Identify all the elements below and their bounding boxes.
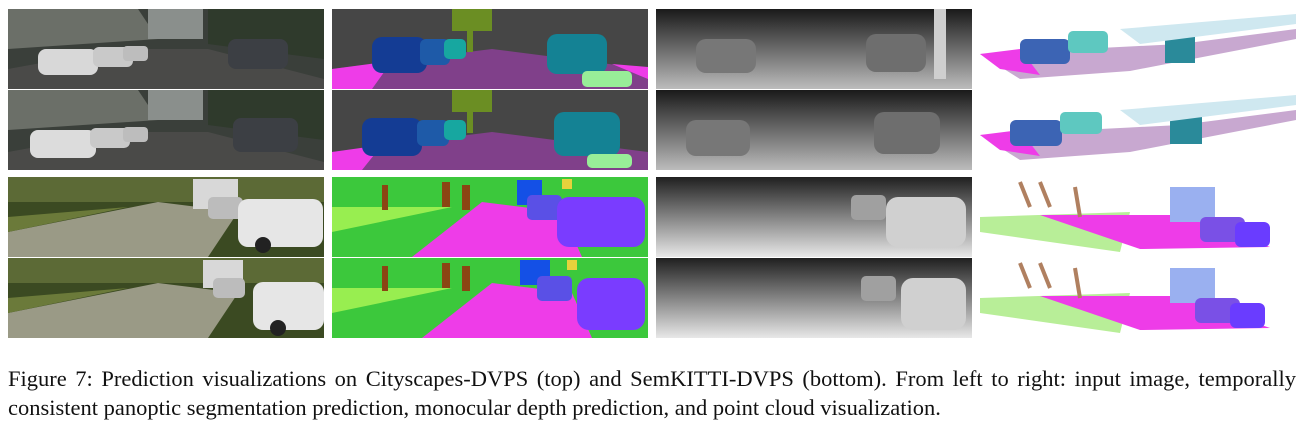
- semkitti-input-image-1: [8, 177, 324, 257]
- semkitti-panoptic-segmentation-2: [332, 258, 648, 338]
- figure-caption: Figure 7: Prediction visualizations on C…: [8, 366, 1296, 420]
- cityscapes-input-image-2: [8, 90, 324, 170]
- cityscapes-point-cloud-1: [980, 9, 1296, 89]
- semkitti-depth-prediction-2: [656, 258, 972, 338]
- semkitti-input-image-2: [8, 258, 324, 338]
- cityscapes-point-cloud-2: [980, 90, 1296, 170]
- cityscapes-panoptic-segmentation-2: [332, 90, 648, 170]
- semkitti-panoptic-segmentation-1: [332, 177, 648, 257]
- semkitti-depth-prediction-1: [656, 177, 972, 257]
- cityscapes-panoptic-segmentation-1: [332, 9, 648, 89]
- cityscapes-depth-prediction-2: [656, 90, 972, 170]
- cityscapes-depth-prediction-1: [656, 9, 972, 89]
- cityscapes-input-image-1: [8, 9, 324, 89]
- semkitti-point-cloud-1: [980, 177, 1296, 257]
- semkitti-point-cloud-2: [980, 258, 1296, 338]
